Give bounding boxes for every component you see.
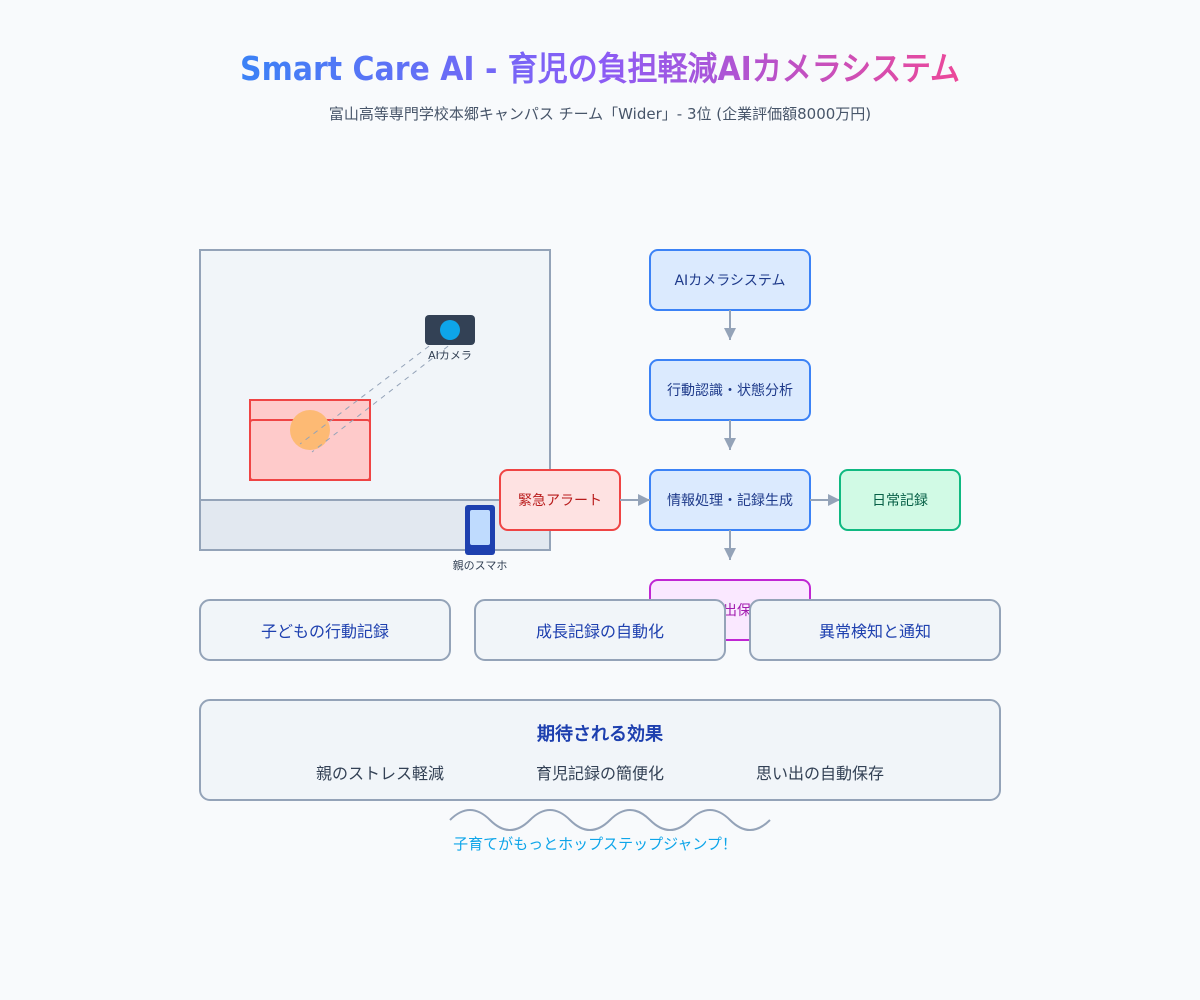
effects-panel: 期待される効果 親のストレス軽減 育児記録の簡便化 思い出の自動保存	[200, 700, 1000, 800]
phone-label: 親のスマホ	[453, 559, 508, 572]
flow-node-alert: 緊急アラート	[500, 470, 620, 530]
flow-chart: AIカメラシステム 行動認識・状態分析 情報処理・記録生成 思い出保存 緊急アラ…	[500, 250, 960, 640]
flow-node-label: AIカメラシステム	[674, 273, 785, 289]
camera-label: AIカメラ	[428, 349, 472, 362]
flow-node-daily: 日常記録	[840, 470, 960, 530]
feature-card-label: 成長記録の自動化	[536, 622, 664, 641]
effect-item: 親のストレス軽減	[316, 764, 444, 783]
flow-node-label: 情報処理・記録生成	[667, 492, 793, 509]
room-floor	[200, 500, 550, 550]
feature-card-label: 異常検知と通知	[819, 622, 931, 641]
effect-item: 育児記録の簡便化	[536, 764, 664, 783]
tagline: 子育てがもっとホップステップジャンプ！	[453, 835, 737, 853]
phone-screen	[470, 510, 490, 545]
feature-card-label: 子どもの行動記録	[261, 622, 389, 641]
feature-card: 成長記録の自動化	[475, 600, 725, 660]
flow-node-camera-system: AIカメラシステム	[650, 250, 810, 310]
page-subtitle: 富山高等専門学校本郷キャンパス チーム「Wider」- 3位 (企業評価額800…	[329, 105, 871, 123]
baby-icon	[290, 410, 330, 450]
camera-lens-icon	[440, 320, 460, 340]
effect-item: 思い出の自動保存	[756, 764, 884, 783]
effects-title: 期待される効果	[537, 723, 664, 745]
page-title: Smart Care AI - 育児の負担軽減AIカメラシステム	[240, 49, 960, 88]
flow-node-label: 行動認識・状態分析	[667, 383, 793, 399]
flow-node-recognition: 行動認識・状態分析	[650, 360, 810, 420]
flow-node-label: 緊急アラート	[518, 493, 602, 509]
effects-panel-box	[200, 700, 1000, 800]
flow-node-label: 日常記録	[872, 492, 928, 509]
feature-card: 子どもの行動記録	[200, 600, 450, 660]
ai-camera-icon	[425, 315, 475, 345]
smartphone-icon	[465, 505, 495, 555]
feature-list: 子どもの行動記録 成長記録の自動化 異常検知と通知	[200, 600, 1000, 660]
crib	[250, 400, 370, 480]
wave-decoration	[450, 810, 770, 830]
flow-node-processing: 情報処理・記録生成	[650, 470, 810, 530]
room-illustration: AIカメラ 親のスマホ	[200, 250, 550, 572]
feature-card: 異常検知と通知	[750, 600, 1000, 660]
